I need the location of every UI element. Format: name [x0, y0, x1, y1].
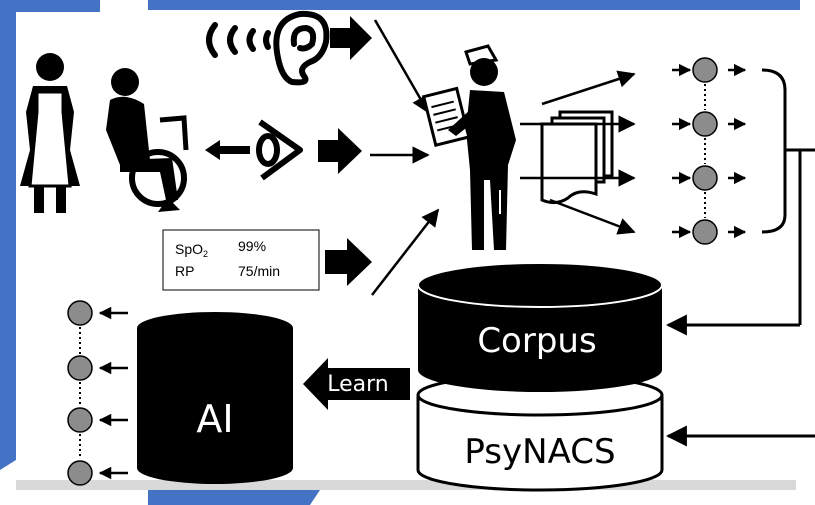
block-arrows	[318, 16, 372, 286]
output-node	[692, 219, 718, 245]
learn-arrow: Learn	[303, 358, 410, 410]
ai-label: AI	[196, 397, 233, 441]
spo2-label: SpO	[175, 241, 203, 257]
output-node	[692, 111, 718, 137]
output-node	[692, 57, 718, 83]
ai-output-node	[67, 355, 93, 381]
ai-database: AI	[137, 312, 293, 484]
spo2-value: 99%	[238, 238, 266, 254]
spo2-subscript: 2	[203, 249, 208, 259]
rp-label: RP	[175, 263, 194, 279]
eye-to-patient-arrow	[205, 140, 250, 160]
right-node-column	[672, 57, 747, 245]
rp-value: 75/min	[238, 263, 280, 279]
documents-icon	[540, 110, 614, 205]
sound-waves-icon	[206, 22, 271, 58]
psynacs-label: PsyNACS	[464, 432, 615, 472]
corpus-label: Corpus	[477, 321, 596, 361]
corpus-database: Corpus	[417, 262, 663, 392]
ai-output-node	[67, 300, 93, 326]
input-arrows	[370, 19, 440, 296]
ai-output-node	[67, 407, 93, 433]
output-node	[692, 165, 718, 191]
learn-label: Learn	[327, 372, 389, 397]
ear-icon	[273, 10, 330, 86]
eye-icon	[256, 119, 303, 181]
svg-text:SpO2: SpO2	[175, 241, 208, 259]
document-arrows	[520, 70, 636, 235]
left-node-column	[67, 300, 128, 486]
feedback-connector	[665, 68, 815, 447]
ai-output-node	[67, 460, 93, 486]
vitals-box: SpO2 99% RP 75/min	[162, 229, 320, 291]
psynacs-database: PsyNACS	[416, 373, 664, 492]
nurse-with-clipboard-icon	[421, 44, 516, 250]
caregiver-icon	[20, 53, 80, 213]
wheelchair-patient-icon	[106, 68, 189, 212]
